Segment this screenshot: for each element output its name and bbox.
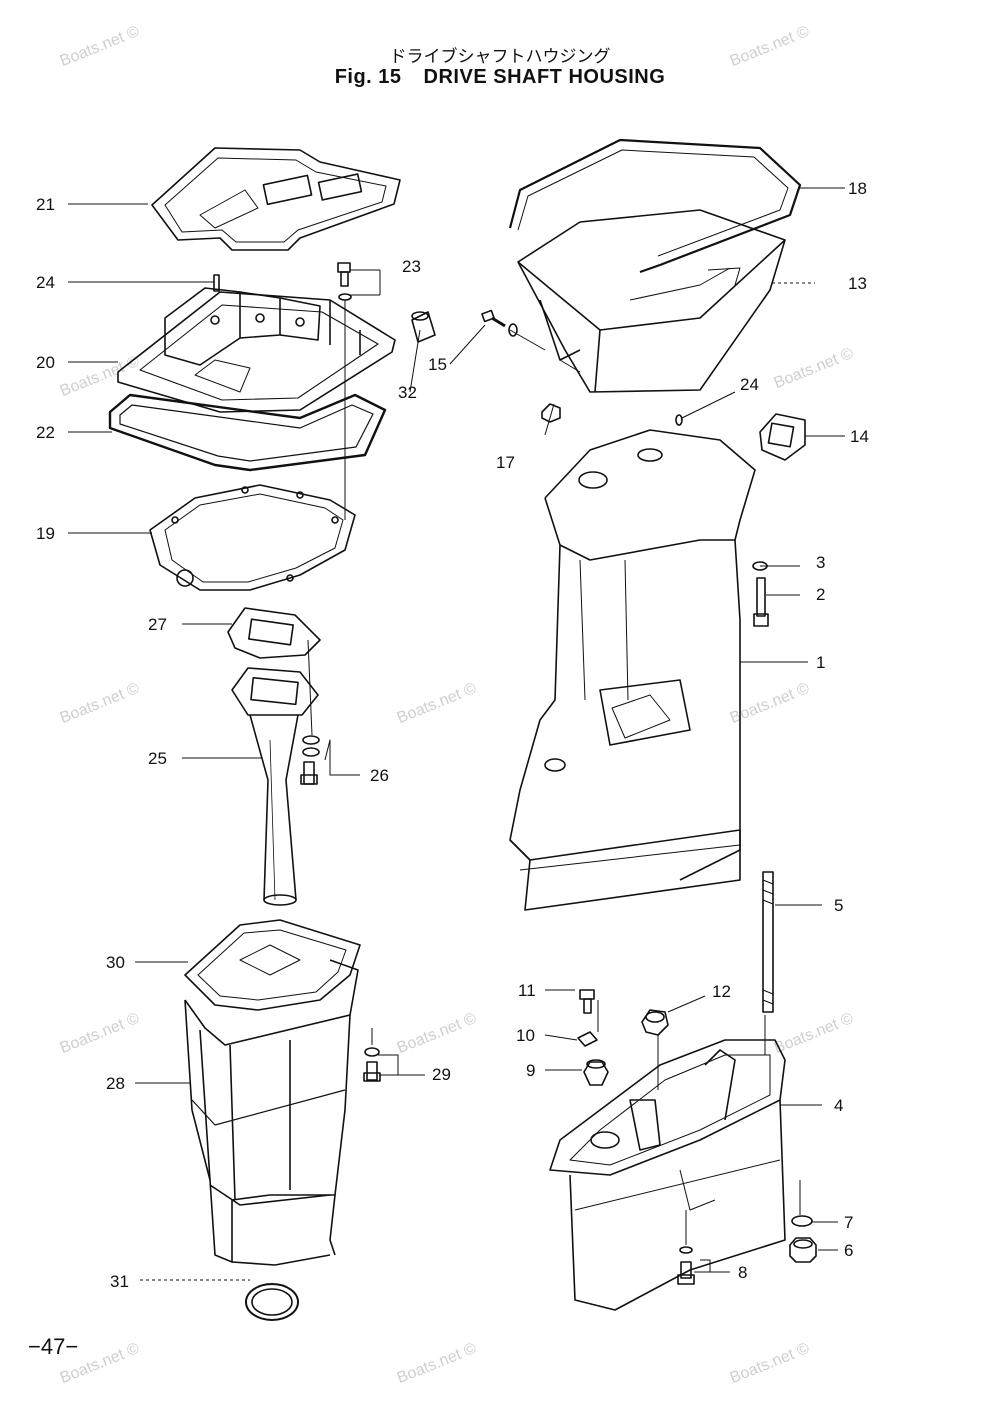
part-2-bolt [753, 577, 769, 627]
page-number: −47− [28, 1334, 79, 1359]
part-4-lower-case [549, 1039, 786, 1311]
callout-6: 6 [844, 1241, 853, 1260]
part-15-bolt-washer [481, 309, 518, 337]
part-26-bolt-washers [300, 735, 320, 785]
callout-20: 20 [36, 353, 55, 372]
callout-labels: 21 24 20 22 19 27 25 30 28 31 23 32 15 2… [36, 179, 869, 1291]
callout-29: 29 [432, 1065, 451, 1084]
leader-lines [68, 187, 845, 1281]
callout-7: 7 [844, 1213, 853, 1232]
title-japanese: ドライブシャフトハウジング [389, 47, 611, 67]
callout-24-right: 24 [740, 375, 759, 394]
callout-9: 9 [526, 1061, 535, 1080]
part-9-mount [583, 1059, 609, 1086]
callout-3: 3 [816, 553, 825, 572]
part-10-plate [577, 1031, 598, 1047]
callout-5: 5 [834, 896, 843, 915]
figure-name: DRIVE SHAFT HOUSING [423, 66, 666, 88]
callout-23: 23 [402, 257, 421, 276]
part-25-exhaust-tube [231, 667, 319, 906]
part-28-oil-pan [184, 944, 359, 1266]
part-12-plug [641, 1009, 669, 1036]
callout-25: 25 [148, 749, 167, 768]
callout-22: 22 [36, 423, 55, 442]
part-14-grommet [759, 413, 806, 461]
part-31-seal-ring [245, 1283, 299, 1321]
part-8-bolt-washer [677, 1246, 695, 1285]
part-30-gasket [184, 919, 361, 1011]
part-19-gasket [149, 484, 356, 591]
part-32-sleeve [411, 311, 436, 343]
callout-13: 13 [848, 274, 867, 293]
part-29-bolt-washer [363, 1047, 381, 1082]
part-27-gasket [227, 607, 321, 659]
part-11-bolt [579, 989, 595, 1014]
part-24-pin-left [213, 274, 220, 292]
callout-1: 1 [816, 653, 825, 672]
part-20-adapter [117, 287, 396, 413]
callout-31: 31 [110, 1272, 129, 1291]
part-21-gasket [151, 147, 401, 251]
callout-27: 27 [148, 615, 167, 634]
part-17-nut [541, 403, 561, 423]
part-22-gasket [108, 393, 387, 472]
callout-32: 32 [398, 383, 417, 402]
figure-title: Fig. 15 DRIVE SHAFT HOUSING [0, 66, 1000, 89]
callout-4: 4 [834, 1096, 843, 1115]
callout-11: 11 [518, 981, 536, 1000]
part-18-seal [508, 138, 802, 274]
callout-21: 21 [36, 195, 55, 214]
figure-number: Fig. 15 [334, 66, 402, 88]
callout-2: 2 [816, 585, 825, 604]
part-24-pin [675, 414, 683, 426]
callout-17: 17 [496, 453, 515, 472]
part-1-housing [509, 429, 756, 911]
callout-15: 15 [428, 355, 447, 374]
part-5-stud [762, 871, 774, 1013]
part-6-nut [789, 1237, 817, 1263]
callout-24: 24 [36, 273, 55, 292]
callout-19: 19 [36, 524, 55, 543]
part-13-apron [517, 209, 786, 393]
callout-10: 10 [516, 1026, 535, 1045]
callout-18: 18 [848, 179, 867, 198]
callout-14: 14 [850, 427, 869, 446]
callout-30: 30 [106, 953, 125, 972]
callout-28: 28 [106, 1074, 125, 1093]
part-23-bolt-washer [337, 262, 352, 301]
part-7-washer [791, 1215, 813, 1227]
callout-12: 12 [712, 982, 731, 1001]
callout-26: 26 [370, 766, 389, 785]
callout-8: 8 [738, 1263, 747, 1282]
